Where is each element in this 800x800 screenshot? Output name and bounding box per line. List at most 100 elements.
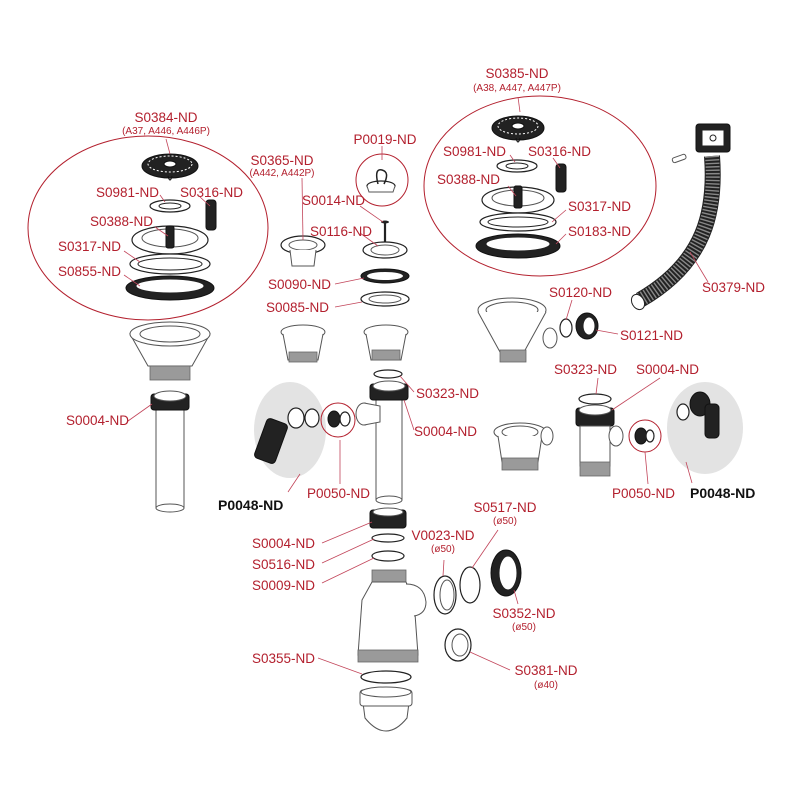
right-ring-s0323[interactable]	[578, 393, 612, 405]
middle-ring-s0323[interactable]	[373, 369, 403, 379]
right-seal-s0183-inner	[485, 236, 551, 252]
overflow-hose-s0379[interactable]	[629, 123, 731, 312]
label-s0317-right: S0317-ND	[568, 199, 631, 214]
label-s0517: S0517-ND	[473, 500, 536, 515]
label-s0004-middle: S0004-ND	[414, 424, 477, 439]
middle-outlet-right[interactable]	[363, 324, 409, 361]
drain-flange-s0116-inner	[370, 244, 400, 256]
ring-s0009[interactable]	[371, 550, 405, 562]
left-washer-s0981-inner	[158, 202, 182, 210]
label-s0855: S0855-ND	[58, 264, 121, 279]
right-screw-s0316[interactable]	[555, 163, 567, 193]
label-p0050-left: P0050-ND	[307, 486, 370, 501]
o-ring-s0516[interactable]	[371, 533, 405, 543]
label-s0317-left: S0317-ND	[58, 239, 121, 254]
leader-lines	[123, 96, 709, 675]
nut-s0352-inner	[498, 555, 518, 591]
label-s0352: S0352-ND	[492, 606, 555, 621]
label-p0050-right: P0050-ND	[612, 486, 675, 501]
bottle-trap-body[interactable]	[357, 569, 427, 663]
lower-nut-s0004-top	[372, 507, 404, 517]
label-s0381-size: (ø40)	[534, 680, 558, 691]
p0050-left-outline	[320, 402, 356, 438]
label-s0004-right: S0004-ND	[636, 362, 699, 377]
label-s0323-right: S0323-ND	[554, 362, 617, 377]
left-basket-strainer[interactable]	[141, 153, 199, 181]
label-s0183: S0183-ND	[568, 224, 631, 239]
left-sink-outlet[interactable]	[129, 321, 211, 381]
label-s0981-right: S0981-ND	[443, 144, 506, 159]
check-valve-p0050-left[interactable]	[327, 410, 351, 428]
label-s0365: S0365-ND	[250, 153, 313, 168]
ring-v0023-inner	[439, 579, 455, 611]
label-s0516: S0516-ND	[252, 557, 315, 572]
label-s0352-size: (ø50)	[512, 622, 536, 633]
label-v0023: V0023-ND	[411, 528, 474, 543]
label-s0388-left: S0388-ND	[90, 214, 153, 229]
right-gasket-s0317[interactable]	[479, 212, 557, 232]
label-p0048-right: P0048-ND	[690, 485, 755, 501]
label-s0388-right: S0388-ND	[437, 172, 500, 187]
left-tail-pipe[interactable]	[150, 390, 190, 513]
label-s0385: S0385-ND	[485, 66, 548, 81]
left-strainer-body-s0388[interactable]	[131, 225, 209, 255]
left-gasket-s0317[interactable]	[129, 253, 211, 275]
overflow-flange-s0365[interactable]	[280, 235, 326, 267]
label-s0323-middle: S0323-ND	[416, 386, 479, 401]
label-s0085: S0085-ND	[266, 300, 329, 315]
sink-plug-p0019[interactable]	[366, 169, 396, 193]
label-s0384: S0384-ND	[134, 110, 197, 125]
label-s0120: S0120-ND	[549, 285, 612, 300]
left-seal-s0855-inner	[135, 278, 205, 294]
hose-screw[interactable]	[671, 153, 687, 164]
ring-s0120[interactable]	[559, 318, 573, 338]
drain-rod-s0014-head	[381, 220, 389, 224]
label-s0121: S0121-ND	[620, 328, 683, 343]
label-s0384-models: (A37, A446, A446P)	[122, 126, 210, 137]
label-s0365-models: (A442, A442P)	[249, 168, 314, 179]
right-standpipe[interactable]	[575, 404, 624, 477]
hose-connector-p0048-left[interactable]	[253, 407, 320, 464]
label-s0116: S0116-ND	[310, 224, 372, 239]
right-washer-s0981-inner	[505, 162, 529, 170]
middle-overflow-tube[interactable]	[355, 380, 409, 505]
right-gasket-s0317-inner	[487, 216, 549, 228]
label-p0019: P0019-ND	[353, 132, 416, 147]
label-s0009: S0009-ND	[252, 578, 315, 593]
gasket-s0085-inner	[368, 294, 402, 304]
left-washer-s0981[interactable]	[149, 199, 191, 213]
label-s0385-models: (A38, A447, A447P)	[473, 83, 561, 94]
right-basket-strainer[interactable]	[491, 115, 545, 143]
o-ring-s0355[interactable]	[360, 670, 412, 684]
right-strainer-body-s0388[interactable]	[481, 185, 555, 214]
check-valve-p0050-right[interactable]	[634, 427, 655, 445]
label-s0014: S0014-ND	[302, 193, 365, 208]
label-s0379: S0379-ND	[702, 280, 765, 295]
gasket-s0517[interactable]	[459, 566, 481, 604]
left-gasket-s0317-inner	[137, 257, 203, 271]
right-funnel-outlet[interactable]	[477, 297, 558, 363]
label-s0004-lower: S0004-ND	[252, 536, 315, 551]
label-s0981-left: S0981-ND	[96, 185, 159, 200]
label-s0316-left: S0316-ND	[180, 185, 243, 200]
hose-connector-p0048-right[interactable]	[676, 391, 720, 439]
label-s0004-left: S0004-ND	[66, 413, 129, 428]
nut-s0121-inner	[582, 316, 596, 336]
reducer-s0381-inner	[451, 633, 469, 657]
left-screw-s0316[interactable]	[205, 199, 217, 231]
trap-bottom-cup[interactable]	[359, 686, 413, 732]
left-strainer-group-outline	[27, 135, 269, 321]
gasket-s0090-inner	[367, 272, 403, 280]
label-s0517-size: (ø50)	[493, 516, 517, 527]
middle-outlet-left[interactable]	[280, 324, 326, 363]
right-washer-s0981[interactable]	[496, 159, 538, 173]
label-p0048-left: P0048-ND	[218, 497, 283, 513]
label-s0090: S0090-ND	[268, 277, 331, 292]
label-s0381: S0381-ND	[514, 663, 577, 678]
right-small-outlet[interactable]	[493, 422, 554, 471]
label-s0316-right: S0316-ND	[528, 144, 591, 159]
label-v0023-size: (ø50)	[431, 544, 455, 555]
label-s0355: S0355-ND	[252, 651, 315, 666]
